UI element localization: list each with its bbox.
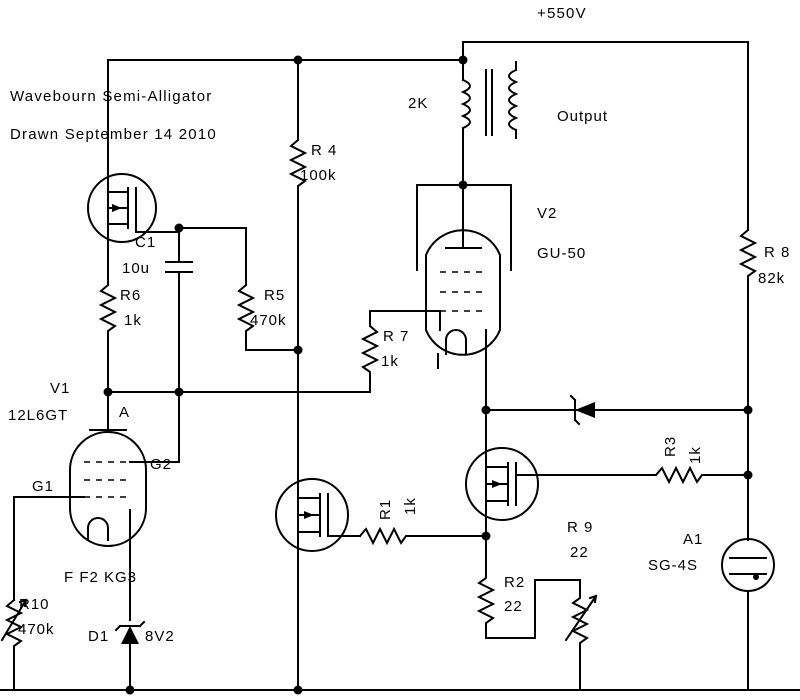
v1-type: 12L6GT <box>8 407 68 424</box>
r4-value: 100k <box>300 167 337 184</box>
r7-value: 1k <box>381 353 399 370</box>
v1-pin-labels: F F2 KG3 <box>64 569 137 586</box>
r2-ref: R2 <box>504 574 525 591</box>
resistor-r10 <box>0 598 28 691</box>
c1-value: 10u <box>122 260 150 277</box>
r5-ref: R5 <box>264 287 285 304</box>
zener-diode-output <box>485 394 749 426</box>
resistor-r3 <box>654 465 749 485</box>
r9-ref: R 9 <box>567 519 593 536</box>
r10-ref: R10 <box>19 596 50 613</box>
v2-ref: V2 <box>537 205 557 222</box>
r1-value: 1k <box>402 497 419 515</box>
mosfet-right <box>465 409 657 537</box>
r1-ref: R1 <box>377 499 394 520</box>
mosfet-upper <box>87 59 180 243</box>
schematic-date: Drawn September 14 2010 <box>10 126 217 143</box>
junction-dots <box>103 55 753 695</box>
transformer-output-label: Output <box>557 108 608 125</box>
v1-ref: V1 <box>50 380 70 397</box>
resistor-r7 <box>360 310 441 393</box>
resistor-r8 <box>738 228 758 411</box>
resistor-r9 <box>564 579 598 691</box>
a1-ref: A1 <box>683 531 703 548</box>
d1-ref: D1 <box>88 628 109 645</box>
r8-ref: R 8 <box>764 244 790 261</box>
capacitor-c1 <box>165 227 247 393</box>
v1-anode-label: A <box>119 404 130 421</box>
d1-value: 8V2 <box>145 628 175 645</box>
resistor-r4 <box>288 59 308 351</box>
schematic-title: Wavebourn Semi-Alligator <box>10 88 212 105</box>
output-transformer <box>460 59 519 186</box>
v1-g1-label: G1 <box>32 478 54 495</box>
r7-ref: R 7 <box>383 328 409 345</box>
tube-v2 <box>416 184 512 411</box>
tube-v1 <box>13 391 180 621</box>
r2-value: 22 <box>504 598 523 615</box>
resistor-r5 <box>236 227 299 351</box>
r9-value: 22 <box>570 544 589 561</box>
transformer-ratio: 2K <box>408 95 428 112</box>
mosfet-lower <box>275 349 361 691</box>
r3-value: 1k <box>687 446 704 464</box>
r6-ref: R6 <box>120 287 141 304</box>
zener-diode-d1 <box>114 620 146 691</box>
v2-type: GU-50 <box>537 245 586 262</box>
v1-g2-label: G2 <box>150 456 172 473</box>
a1-type: SG-4S <box>648 557 698 574</box>
tube-a1 <box>721 538 775 691</box>
r8-value: 82k <box>758 270 785 287</box>
r3-ref: R3 <box>662 436 679 457</box>
c1-ref: C1 <box>135 234 156 251</box>
resistor-r6 <box>98 229 118 393</box>
r10-value: 470k <box>18 621 55 638</box>
r6-value: 1k <box>124 312 142 329</box>
resistor-r1 <box>358 526 487 546</box>
resistor-r2 <box>476 535 581 639</box>
supply-rail <box>107 41 749 231</box>
r4-ref: R 4 <box>311 142 337 159</box>
supply-label: +550V <box>537 5 587 22</box>
r5-value: 470k <box>250 312 287 329</box>
